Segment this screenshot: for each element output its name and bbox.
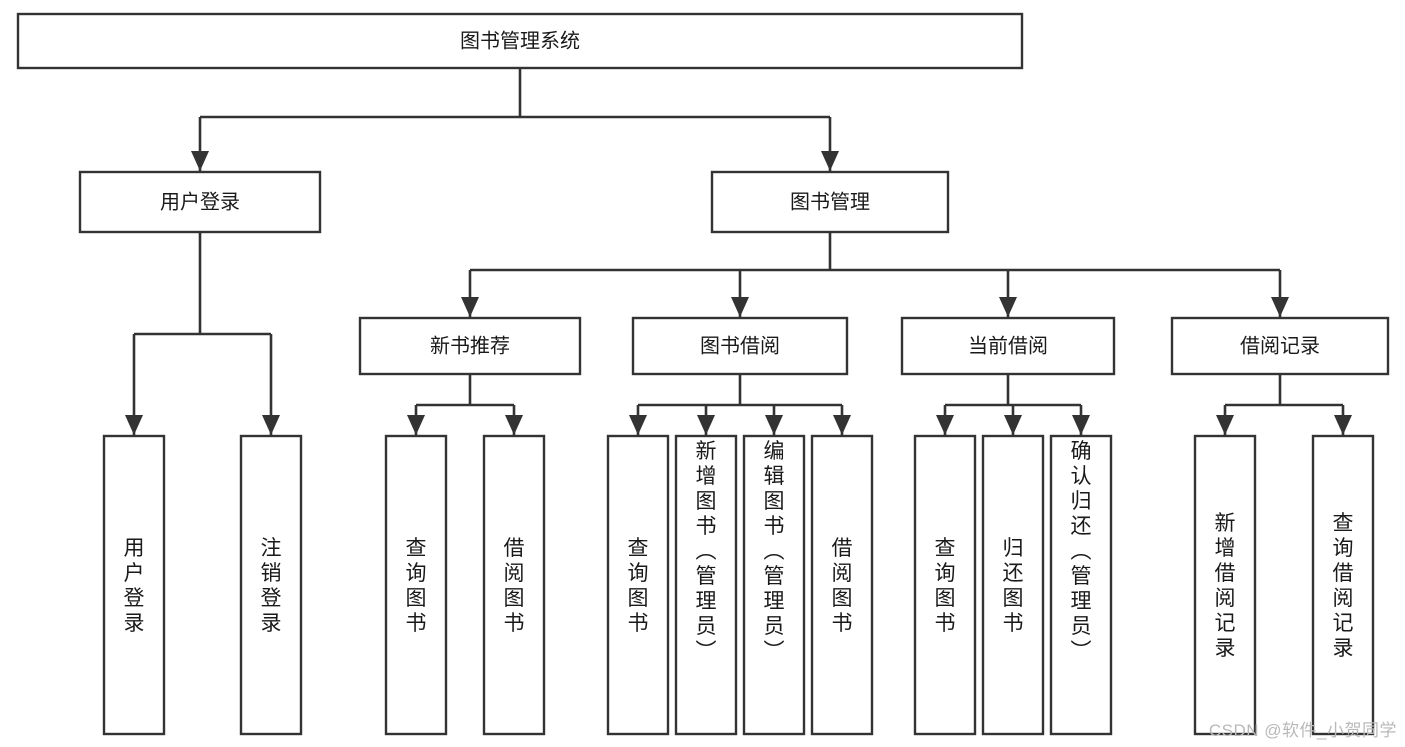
leaf-node[interactable]: 用户登录 <box>102 434 166 736</box>
leaf-label: 查询图书 <box>406 537 427 635</box>
leaf-label: 编辑图书︵管理员︶ <box>764 440 785 663</box>
root-node[interactable]: 图书管理系统 <box>16 12 1024 70</box>
arrow-head-icon <box>697 415 715 435</box>
leaf-box[interactable] <box>913 434 977 736</box>
arrow-head-icon <box>833 415 851 435</box>
leaf-node[interactable]: 注销登录 <box>239 434 303 736</box>
arrow-head-icon <box>262 415 280 435</box>
level3-label: 新书推荐 <box>430 334 510 357</box>
leaf-label: 用户登录 <box>124 537 145 635</box>
arrow-head-icon <box>821 151 839 171</box>
leaf-label: 查询借阅记录 <box>1333 512 1354 660</box>
arrow-head-icon <box>505 415 523 435</box>
leaf-box[interactable] <box>742 434 806 736</box>
leaf-label: 确认归还︵管理员︶ <box>1071 440 1092 663</box>
leaf-box[interactable] <box>384 434 448 736</box>
leaf-box[interactable] <box>810 434 874 736</box>
leaf-node[interactable]: 查询图书 <box>384 434 448 736</box>
arrow-head-icon <box>999 297 1017 317</box>
arrow-head-icon <box>461 297 479 317</box>
leaf-label: 查询图书 <box>935 537 956 635</box>
arrow-head-icon <box>765 415 783 435</box>
level3-node[interactable]: 借阅记录 <box>1170 316 1390 376</box>
leaf-node[interactable]: 借阅图书 <box>810 434 874 736</box>
level3-label: 图书借阅 <box>700 334 780 357</box>
leaf-node[interactable]: 确认归还︵管理员︶ <box>1049 434 1113 736</box>
leaf-label: 借阅图书 <box>832 537 853 635</box>
level2-label: 图书管理 <box>790 190 870 213</box>
level3-node[interactable]: 图书借阅 <box>631 316 849 376</box>
arrow-head-icon <box>731 297 749 317</box>
leaf-node[interactable]: 查询图书 <box>606 434 670 736</box>
leaf-box[interactable] <box>482 434 546 736</box>
level3-box[interactable] <box>631 316 849 376</box>
arrow-head-icon <box>125 415 143 435</box>
level2-box[interactable] <box>78 170 322 234</box>
leaf-node[interactable]: 编辑图书︵管理员︶ <box>742 434 806 736</box>
level3-label: 当前借阅 <box>968 334 1048 357</box>
level3-node[interactable]: 当前借阅 <box>900 316 1116 376</box>
level3-node[interactable]: 新书推荐 <box>358 316 582 376</box>
leaf-box[interactable] <box>1049 434 1113 736</box>
arrow-head-icon <box>1216 415 1234 435</box>
arrow-head-icon <box>191 151 209 171</box>
leaf-box[interactable] <box>239 434 303 736</box>
arrow-head-icon <box>1072 415 1090 435</box>
arrow-head-icon <box>1271 297 1289 317</box>
level3-box[interactable] <box>900 316 1116 376</box>
root-label: 图书管理系统 <box>460 29 580 52</box>
leaf-box[interactable] <box>1311 434 1375 736</box>
leaf-label: 新增借阅记录 <box>1215 512 1236 660</box>
leaf-box[interactable] <box>102 434 166 736</box>
leaf-node[interactable]: 查询图书 <box>913 434 977 736</box>
root-box[interactable] <box>16 12 1024 70</box>
leaf-label: 归还图书 <box>1003 537 1024 635</box>
leaf-label: 借阅图书 <box>504 537 525 635</box>
arrow-head-icon <box>629 415 647 435</box>
leaf-label: 查询图书 <box>628 537 649 635</box>
level2-box[interactable] <box>710 170 950 234</box>
arrow-head-icon <box>407 415 425 435</box>
arrow-head-icon <box>1004 415 1022 435</box>
level2-node[interactable]: 用户登录 <box>78 170 322 234</box>
level3-box[interactable] <box>358 316 582 376</box>
leaf-node[interactable]: 归还图书 <box>981 434 1045 736</box>
arrow-head-icon <box>1334 415 1352 435</box>
leaf-label: 注销登录 <box>261 537 282 635</box>
leaf-label: 新增图书︵管理员︶ <box>696 440 717 663</box>
leaf-node[interactable]: 查询借阅记录 <box>1311 434 1375 736</box>
level3-box[interactable] <box>1170 316 1390 376</box>
level2-node[interactable]: 图书管理 <box>710 170 950 234</box>
level2-label: 用户登录 <box>160 190 240 213</box>
level3-label: 借阅记录 <box>1240 334 1320 357</box>
leaf-node[interactable]: 新增借阅记录 <box>1193 434 1257 736</box>
watermark-label: CSDN @软件_小贺同学 <box>1208 721 1397 740</box>
leaf-box[interactable] <box>981 434 1045 736</box>
leaf-node[interactable]: 新增图书︵管理员︶ <box>674 434 738 736</box>
leaf-box[interactable] <box>1193 434 1257 736</box>
leaf-box[interactable] <box>674 434 738 736</box>
leaf-box[interactable] <box>606 434 670 736</box>
leaf-node[interactable]: 借阅图书 <box>482 434 546 736</box>
arrow-head-icon <box>936 415 954 435</box>
